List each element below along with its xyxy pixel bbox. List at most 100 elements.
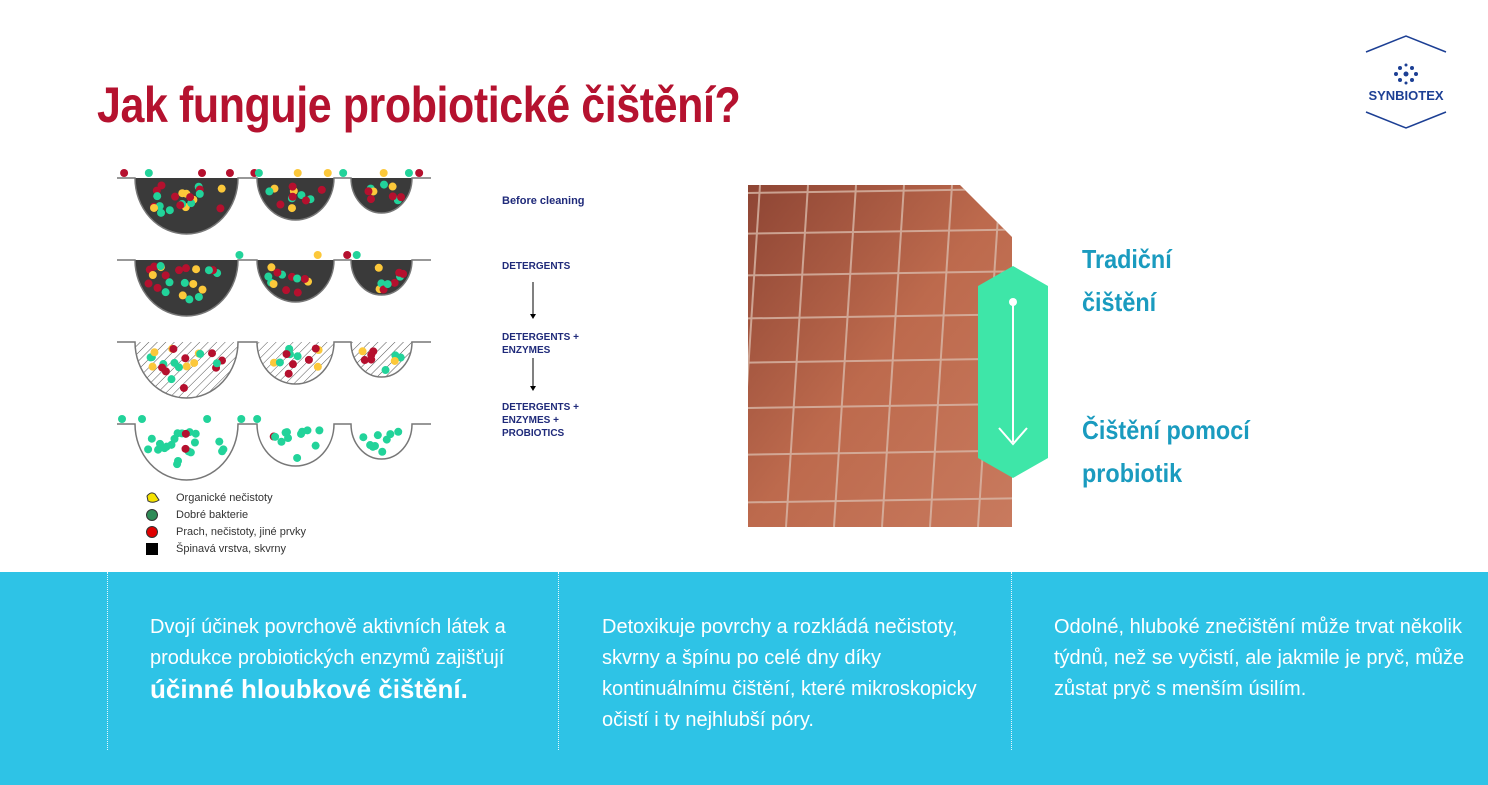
particle xyxy=(297,429,306,438)
particle xyxy=(293,288,302,297)
particle xyxy=(301,196,310,205)
tile-grout xyxy=(881,185,905,527)
tile-grout xyxy=(748,270,1012,277)
surface-particle xyxy=(352,251,361,259)
cavity xyxy=(351,178,412,213)
surface-particle xyxy=(203,415,212,423)
surface-line xyxy=(117,341,431,399)
particle xyxy=(377,279,386,288)
particle xyxy=(150,203,159,212)
legend-dirty-layer: Špinavá vrstva, skvrny xyxy=(146,543,286,555)
particle xyxy=(208,349,217,358)
tile-grout xyxy=(748,185,761,527)
cavity xyxy=(351,260,412,295)
particle xyxy=(217,184,226,193)
particle xyxy=(378,447,387,456)
tile-grout xyxy=(748,403,1012,409)
surface-particle xyxy=(379,169,388,177)
particle xyxy=(212,359,221,368)
particle xyxy=(275,358,284,367)
surface-particle xyxy=(120,169,129,177)
particle xyxy=(277,437,286,446)
particle xyxy=(269,279,278,288)
particle xyxy=(379,180,388,189)
particle xyxy=(190,438,199,447)
particle xyxy=(399,269,408,278)
surface-particle xyxy=(198,169,207,177)
surface-particle xyxy=(254,169,263,177)
particle xyxy=(147,434,156,443)
particle xyxy=(157,208,166,217)
particle xyxy=(281,428,290,437)
particle xyxy=(150,262,159,271)
particle xyxy=(160,444,169,453)
particle xyxy=(186,193,195,202)
particle xyxy=(182,264,191,273)
particle xyxy=(153,192,162,201)
particle xyxy=(276,200,285,209)
info-band: Dvojí účinek povrchově aktivních látek a… xyxy=(0,572,1488,785)
surface-particle xyxy=(415,169,424,177)
particle xyxy=(288,360,297,369)
particle xyxy=(315,426,324,435)
divider xyxy=(107,572,108,750)
surface-particle xyxy=(253,415,262,423)
particle xyxy=(293,453,302,462)
particle xyxy=(144,279,153,288)
particle xyxy=(379,285,388,294)
tile-grout xyxy=(748,228,1012,235)
particle xyxy=(181,429,190,438)
particle xyxy=(397,193,406,202)
particle xyxy=(198,285,207,294)
divider xyxy=(1011,572,1012,750)
particle xyxy=(161,367,170,376)
particle xyxy=(171,192,180,201)
particle xyxy=(178,291,187,300)
particle xyxy=(190,358,199,367)
particle xyxy=(150,348,159,357)
particle xyxy=(282,286,291,295)
particle xyxy=(366,195,375,204)
tile-grout xyxy=(929,185,953,527)
particle xyxy=(194,292,203,301)
particle xyxy=(284,369,293,378)
particle xyxy=(373,431,382,440)
particle xyxy=(167,440,176,449)
particle xyxy=(358,347,367,356)
particle xyxy=(273,268,282,277)
info-column-1: Dvojí účinek povrchově aktivních látek a… xyxy=(150,616,506,704)
surface-particle xyxy=(323,169,332,177)
particle xyxy=(269,358,278,367)
particle xyxy=(185,295,194,304)
particle xyxy=(180,278,189,287)
particle xyxy=(271,432,280,441)
particle xyxy=(293,352,302,361)
cleaning-diagram xyxy=(117,169,431,481)
particle xyxy=(189,279,198,288)
step-detergents-enzymes: DETERGENTS +ENZYMES xyxy=(502,332,579,356)
surface-particle xyxy=(293,169,302,177)
tile-floor-photo xyxy=(748,185,1012,527)
tile-grout xyxy=(748,449,1012,456)
surface-particle xyxy=(404,169,413,177)
step-detergents: DETERGENTS xyxy=(502,261,571,272)
particle xyxy=(218,447,227,456)
tile-grout xyxy=(748,313,1012,320)
surface-particle xyxy=(237,415,246,423)
particle xyxy=(174,363,183,372)
surface-particle xyxy=(144,169,153,177)
particle xyxy=(179,383,188,392)
particle xyxy=(216,204,225,213)
particle xyxy=(366,441,375,450)
particle xyxy=(388,182,397,191)
particle xyxy=(192,265,201,274)
tile-grout xyxy=(785,185,809,527)
particle xyxy=(265,187,274,196)
particle xyxy=(311,344,320,353)
particle xyxy=(215,437,224,446)
particle xyxy=(359,433,368,442)
info-column-3: Odolné, hluboké znečištění může trvat ně… xyxy=(1054,616,1465,700)
particle xyxy=(181,444,190,453)
particle xyxy=(394,427,403,436)
step-arrows xyxy=(530,282,536,391)
